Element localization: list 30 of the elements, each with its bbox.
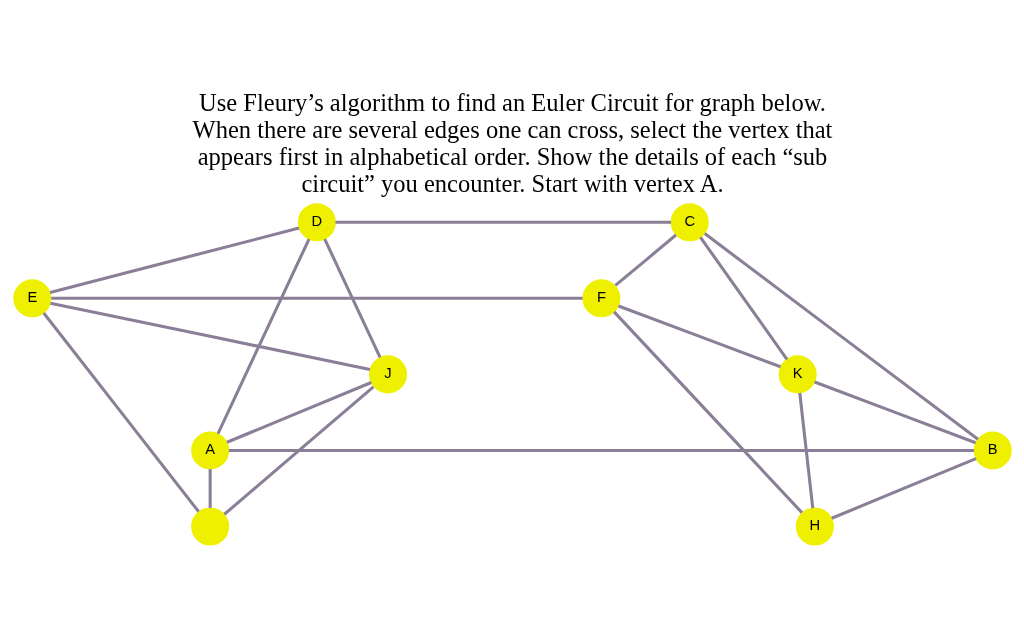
connector <box>613 233 677 287</box>
node-circle: J <box>368 354 407 393</box>
node-circle: H <box>795 506 834 545</box>
connector <box>208 468 212 508</box>
connector <box>617 304 781 368</box>
diagram-title: Use Fleury’s algorithm to find an Euler Circuit for graph below. When there are several edges one can cross, select the vertex that appears first in alphabetical order. Show the details of each “sub circuit” you encounter. Start with vertex A. <box>192 88 832 197</box>
connector <box>830 456 977 520</box>
connector <box>50 296 583 300</box>
connector <box>612 310 803 514</box>
connector <box>322 237 381 358</box>
node-circle <box>190 506 229 545</box>
connector <box>334 220 671 224</box>
connector <box>216 237 310 434</box>
connector <box>813 380 976 444</box>
connector <box>222 385 374 515</box>
connector <box>225 380 372 444</box>
node-circle: B <box>973 430 1012 469</box>
connector <box>698 236 788 360</box>
connector <box>228 448 974 452</box>
connector <box>42 311 200 513</box>
connector <box>49 226 299 294</box>
node-circle: E <box>12 278 51 317</box>
node-circle: F <box>581 278 620 317</box>
connector <box>49 301 370 371</box>
node-circle: K <box>778 354 817 393</box>
node-circle: D <box>297 202 336 241</box>
connector <box>703 231 979 441</box>
connector <box>797 392 814 508</box>
node-circle: A <box>190 430 229 469</box>
node-circle: C <box>670 202 709 241</box>
